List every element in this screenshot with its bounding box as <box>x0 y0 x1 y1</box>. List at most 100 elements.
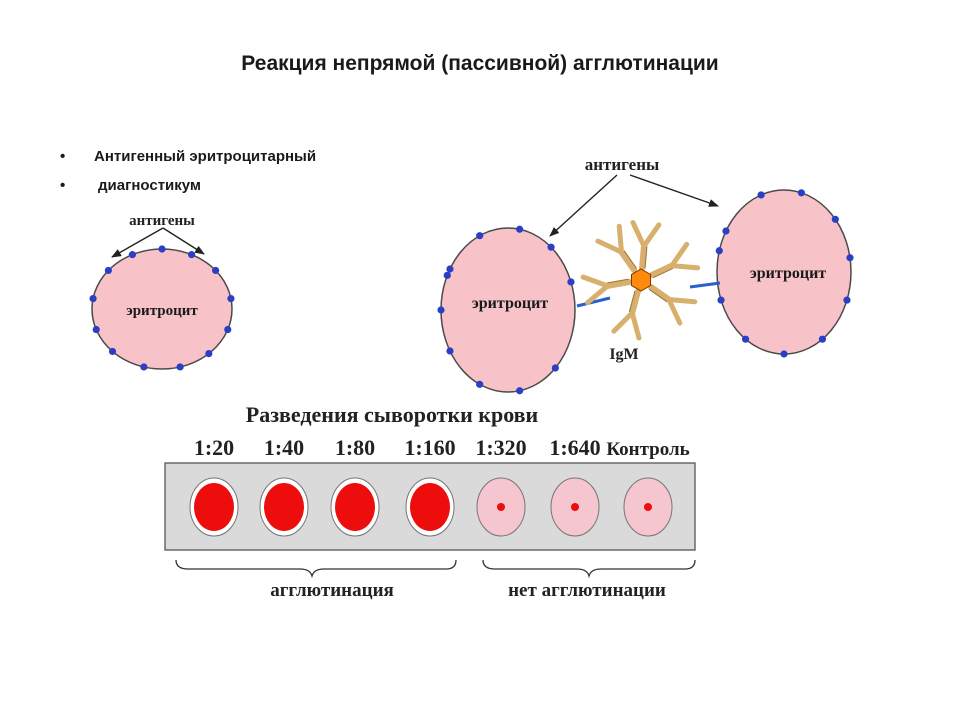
antibody-stem <box>647 283 672 303</box>
antibody-edge <box>623 250 637 269</box>
antigen-dot <box>741 335 750 343</box>
bracket-no-agglutination <box>482 559 696 579</box>
antigen-dot <box>205 349 213 358</box>
antibody-arm <box>616 223 624 255</box>
erythrocyte-label: эритроцит <box>750 265 826 282</box>
erythrocyte-label: эритроцит <box>126 303 198 319</box>
antigen-dot <box>128 251 137 259</box>
antigen-dot <box>757 191 765 199</box>
antigen-dot <box>92 325 100 334</box>
antigen-dot <box>140 363 148 371</box>
antigen-dot <box>843 296 851 304</box>
left-erythrocyte-diagram: антигены эритроцит <box>89 213 235 371</box>
dilution-label: 1:160 <box>404 435 455 460</box>
antibody-arm <box>641 222 662 249</box>
bullet-text: Антигенный эритроцитарный <box>94 148 317 165</box>
antigen-dot <box>212 266 220 275</box>
antibody-edge <box>628 290 636 313</box>
antibody-edge <box>644 246 648 269</box>
sediment-dot <box>644 503 652 511</box>
dilution-label: 1:40 <box>264 435 304 460</box>
antigen-dot <box>567 278 575 286</box>
antigen-dot <box>722 227 730 235</box>
agglutination-spot <box>264 483 304 531</box>
antibody-stem <box>629 288 641 316</box>
antibody-arm <box>611 310 635 334</box>
antigen-dots <box>89 245 235 371</box>
antibody-arm <box>630 220 647 249</box>
antibody-arm <box>629 310 642 341</box>
bracket-agglutination <box>175 559 457 579</box>
binding-link <box>689 281 721 289</box>
antigen-dot <box>446 265 454 273</box>
antibody-stem <box>604 279 633 289</box>
dilution-section: Разведения сыворотки крови 1:20 1:40 1:80 1… <box>164 402 696 601</box>
agglutination-spot <box>194 483 234 531</box>
antibody-arm <box>595 238 624 255</box>
antibody-edge <box>652 267 674 279</box>
antibody-stem <box>648 262 675 278</box>
antibody-arm <box>666 297 698 305</box>
antigen-dot <box>437 306 445 314</box>
antigen-dot <box>717 296 725 304</box>
antibody-stem <box>639 243 647 272</box>
bullet-marker: • <box>60 177 66 194</box>
antigen-dots <box>437 189 854 395</box>
igm-label: IgM <box>609 346 638 363</box>
igm-center <box>630 268 652 292</box>
antigens-label: антигены <box>129 213 195 229</box>
antibody-edge <box>648 288 668 303</box>
antigen-dot <box>516 225 524 233</box>
antibody-arm <box>666 297 683 326</box>
agglutination-diagram: антигены эритроцит эритроцит IgM <box>437 155 854 395</box>
well-row <box>189 477 673 537</box>
antigen-dot <box>780 350 788 358</box>
igm-antibody <box>576 220 721 341</box>
antibody-arm <box>585 283 611 306</box>
agglutination-spot <box>335 483 375 531</box>
antigen-dot <box>476 380 484 388</box>
agglutination-label: агглютинация <box>270 580 394 601</box>
bullet-marker: • <box>60 148 66 165</box>
antigen-dot <box>797 189 805 197</box>
dilution-label: 1:20 <box>194 435 234 460</box>
arrow <box>162 227 205 255</box>
binding-link <box>576 296 611 308</box>
dilution-label: 1:80 <box>335 435 375 460</box>
antigen-dot <box>158 245 166 253</box>
bullet-text: диагностикум <box>98 177 202 194</box>
sediment-dot <box>571 503 579 511</box>
antigen-dot <box>443 271 451 279</box>
antigen-dot <box>516 387 524 395</box>
erythrocyte-label: эритроцит <box>472 295 548 312</box>
antibody-stem <box>618 249 638 274</box>
antibody-arm <box>580 274 611 289</box>
sediment-dot <box>497 503 505 511</box>
antigen-dot <box>104 266 112 275</box>
arrow <box>629 174 719 207</box>
antigen-dot <box>446 347 454 355</box>
antibody-edge <box>606 278 629 284</box>
no-agglutination-label: нет агглютинации <box>508 580 666 601</box>
antigen-dot <box>551 364 559 372</box>
antibody-arm <box>669 263 701 271</box>
antigen-dot <box>108 347 117 356</box>
antigen-dot <box>187 251 196 259</box>
antigen-dot <box>547 243 555 251</box>
antigen-dot <box>831 215 839 223</box>
antigen-dot <box>818 335 827 343</box>
antigen-dot <box>89 294 97 303</box>
dilution-label: Контроль <box>606 439 689 460</box>
antigen-dot <box>227 294 235 303</box>
antigen-dot <box>476 232 484 240</box>
dilution-heading: Разведения сыворотки крови <box>246 402 539 427</box>
agglutination-spot <box>410 483 450 531</box>
dilution-label: 1:640 <box>549 435 600 460</box>
antibody-arm <box>669 241 690 269</box>
antigens-label: антигены <box>585 155 660 174</box>
arrow <box>111 227 164 258</box>
antigen-dot <box>846 254 854 262</box>
